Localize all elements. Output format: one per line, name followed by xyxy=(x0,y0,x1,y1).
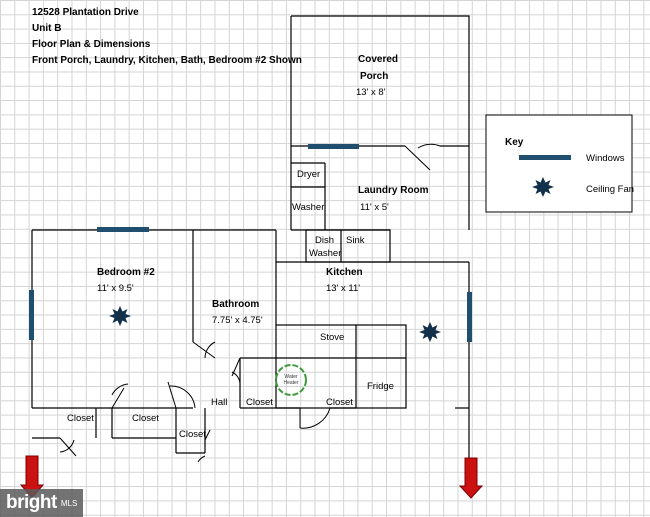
small-closet-label: Closet xyxy=(179,429,206,440)
kitchen-dims: 13' x 11' xyxy=(326,283,360,294)
address-title: 12528 Plantation Drive xyxy=(32,7,139,18)
hall-label: Hall xyxy=(211,397,227,408)
hall-closet-label: Closet xyxy=(246,397,273,408)
porch-name-1: Covered xyxy=(358,54,398,65)
key-title: Key xyxy=(505,137,524,148)
windows xyxy=(29,144,472,342)
kitchen-closet-label: Closet xyxy=(326,397,353,408)
stove-label: Stove xyxy=(320,332,344,343)
water-heater-label-1: Water xyxy=(284,374,297,380)
ceiling-fan-icon xyxy=(532,177,554,197)
bathroom-name: Bathroom xyxy=(212,299,259,310)
bedroom-dims: 11' x 9.5' xyxy=(97,283,134,294)
unit-label: Unit B xyxy=(32,23,61,34)
water-heater-label-2: Heater xyxy=(283,380,298,386)
dishwasher-label-1: Dish xyxy=(315,235,334,246)
laundry-name: Laundry Room xyxy=(358,185,429,196)
water-heater xyxy=(275,364,307,396)
sink-label: Sink xyxy=(346,235,365,246)
doors xyxy=(59,143,441,463)
key-windows-label: Windows xyxy=(586,153,625,164)
key-ceiling-fan-label: Ceiling Fan xyxy=(586,184,634,195)
washer-label: Washer xyxy=(292,202,324,213)
kitchen-window xyxy=(467,292,472,342)
bedroom-name: Bedroom #2 xyxy=(97,267,155,278)
brightmls-suffix: MLS xyxy=(60,498,78,508)
bedroom-closet-2-label: Closet xyxy=(132,413,159,424)
bathroom-dims: 7.75' x 4.75' xyxy=(212,315,263,326)
walls xyxy=(31,15,470,495)
bedroom-closet-label: Closet xyxy=(67,413,94,424)
entry-arrow-right xyxy=(458,457,484,499)
kitchen-name: Kitchen xyxy=(326,267,363,278)
ceiling-fan-icon xyxy=(109,306,131,326)
dryer-label: Dryer xyxy=(297,169,320,180)
laundry-dims: 11' x 5' xyxy=(360,202,389,213)
dishwasher-label-2: Washer xyxy=(309,248,341,259)
legend-key: Key Windows Ceiling Fan xyxy=(485,114,634,213)
porch-name-2: Porch xyxy=(360,71,388,82)
bedroom-top-window xyxy=(97,227,149,232)
brightmls-logo: bright xyxy=(6,492,57,513)
ceiling-fans xyxy=(109,306,441,342)
ceiling-fan-icon xyxy=(419,322,441,342)
brightmls-watermark: bright MLS xyxy=(0,489,84,517)
key-window-symbol xyxy=(519,155,571,160)
porch-window xyxy=(308,144,359,149)
plan-subtitle: Front Porch, Laundry, Kitchen, Bath, Bed… xyxy=(32,55,302,66)
fridge-label: Fridge xyxy=(367,381,394,392)
bedroom-left-window xyxy=(29,290,34,340)
porch-dims: 13' x 8' xyxy=(356,87,386,98)
plan-title: Floor Plan & Dimensions xyxy=(32,39,151,50)
